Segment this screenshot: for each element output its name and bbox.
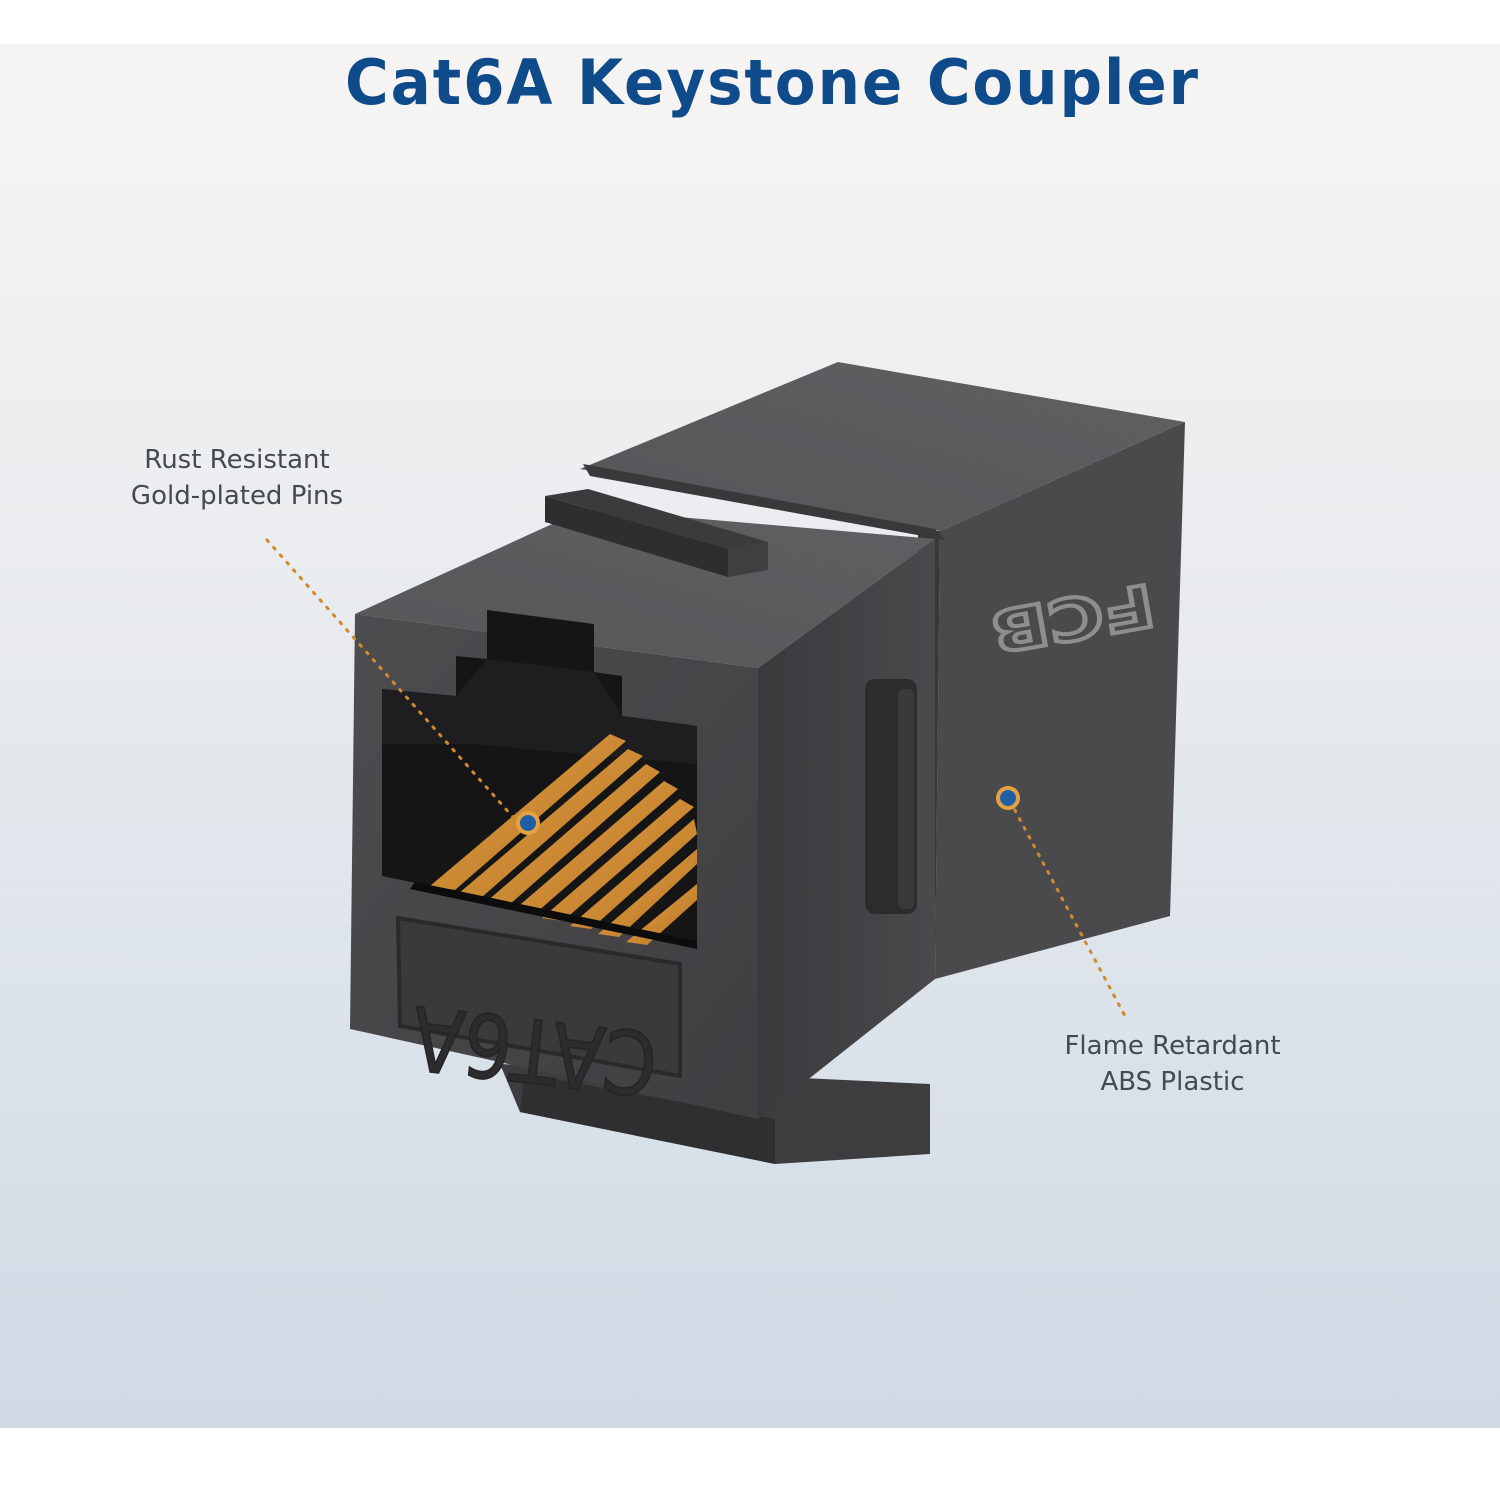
callout-plastic-line2: ABS Plastic xyxy=(1100,1067,1245,1097)
keystone-coupler-image: CAT6A FCB xyxy=(265,362,1185,1164)
callout-pins-line2: Gold-plated Pins xyxy=(130,481,344,511)
side-latch-highlight xyxy=(898,689,914,909)
latch-shadow xyxy=(520,1074,775,1164)
plastic-marker xyxy=(996,786,1020,810)
product-panel: Cat6A Keystone Coupler xyxy=(0,44,1500,1428)
label-plate xyxy=(395,915,682,1079)
top-clip-top xyxy=(545,489,768,549)
top-clip-end xyxy=(728,542,768,577)
pins-leader-line xyxy=(265,538,522,827)
callout-plastic-line1: Flame Retardant xyxy=(1064,1031,1281,1061)
callout-pins-line1: Rust Resistant xyxy=(144,445,330,475)
top-clip-front xyxy=(545,496,728,577)
rear-module-side xyxy=(935,422,1185,979)
page-title: Cat6A Keystone Coupler xyxy=(345,46,1200,119)
module-seam xyxy=(583,464,945,540)
rear-module-top xyxy=(580,362,1185,531)
pins-marker xyxy=(516,811,540,835)
callout-gold-pins: Rust Resistant Gold-plated Pins xyxy=(112,442,362,514)
plastic-leader-line xyxy=(1008,799,1127,1018)
callout-abs-plastic: Flame Retardant ABS Plastic xyxy=(1040,1028,1305,1100)
